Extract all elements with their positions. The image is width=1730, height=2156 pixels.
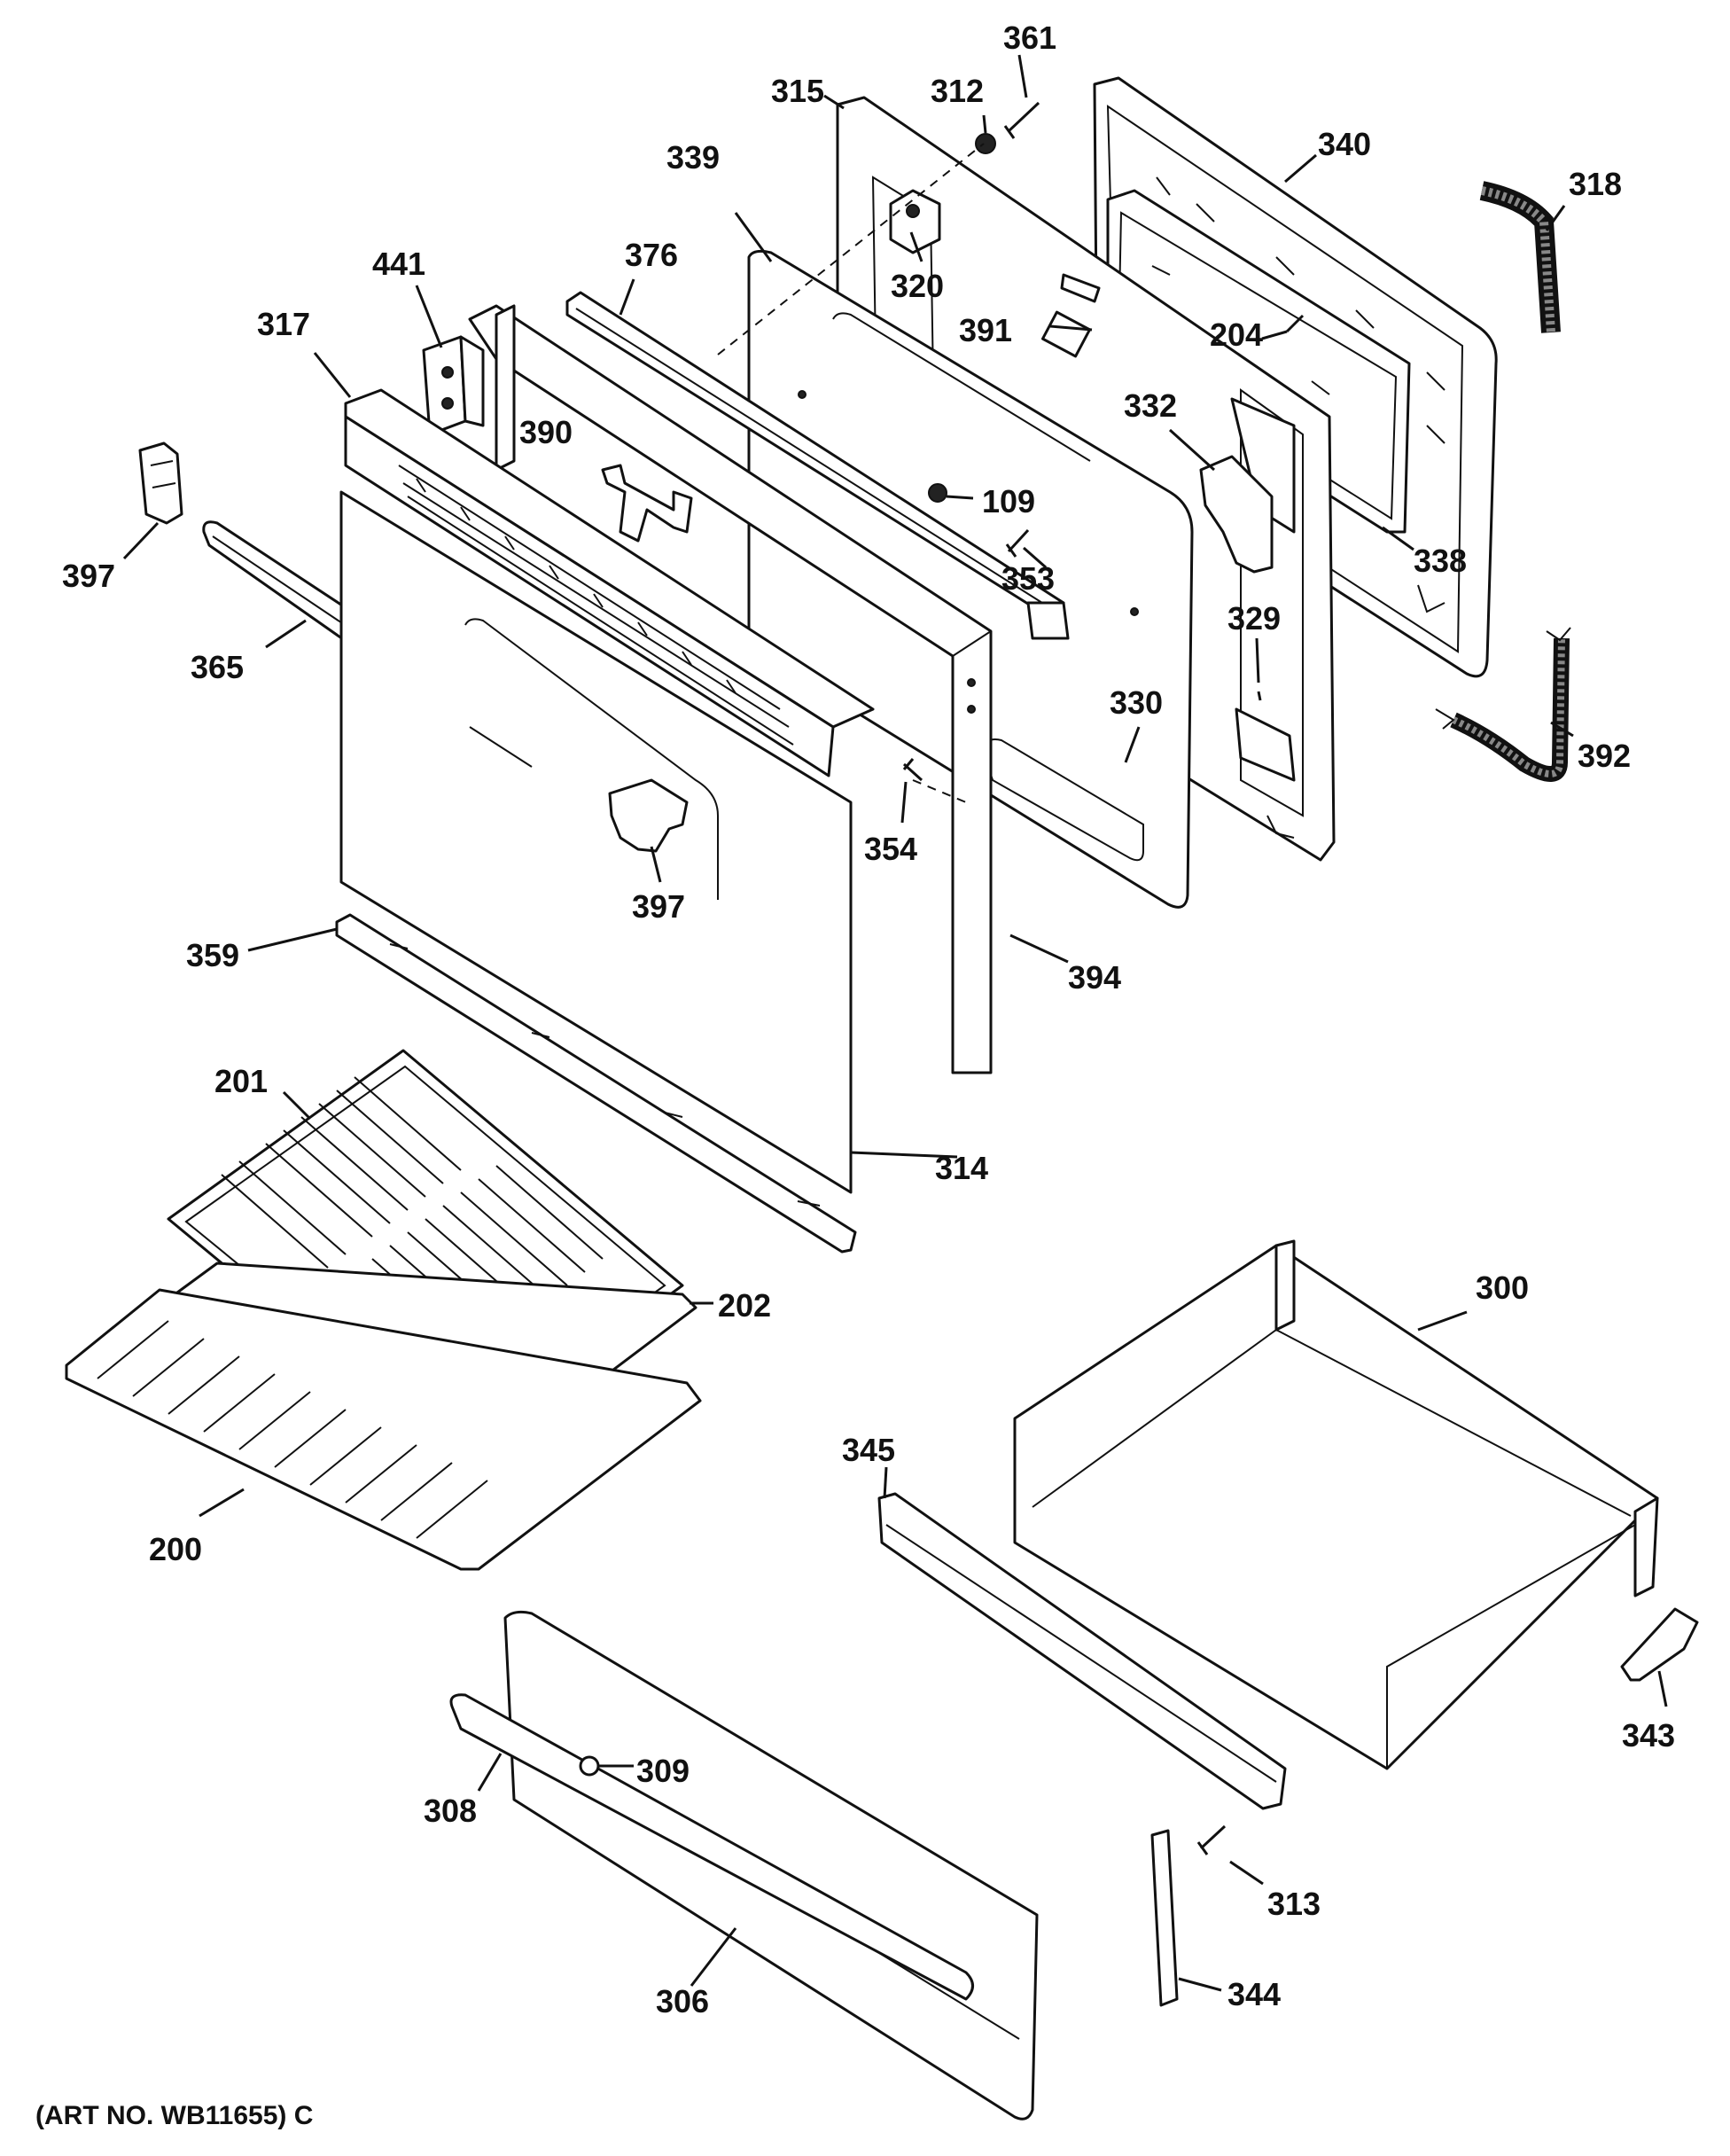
callout-332: 332 [1124,387,1177,424]
callout-314: 314 [935,1150,988,1186]
alignment-line-2 [912,779,967,803]
part-312-spacer [975,133,996,154]
callout-330: 330 [1110,684,1163,721]
callout-354: 354 [864,831,917,867]
part-314-door-front-glass [339,490,853,1194]
part-344-drawer-bracket [1150,1829,1179,2007]
part-329-screw [1257,691,1262,701]
part-drawings [65,76,1699,2121]
part-361-screw [1003,101,1040,139]
callout-391: 391 [959,312,1012,348]
callout-312: 312 [931,73,984,109]
callout-109: 109 [982,483,1035,519]
callout-200: 200 [149,1531,202,1567]
callout-308: 308 [424,1793,477,1829]
callout-392: 392 [1578,738,1631,774]
part-332-insulation-block [1199,455,1274,574]
callout-376: 376 [625,237,678,273]
callout-309: 309 [636,1753,690,1789]
callout-317: 317 [257,306,310,342]
callout-313: 313 [1267,1886,1321,1922]
part-394-door-frame [468,304,993,1074]
callout-441: 441 [372,246,425,282]
callout-345: 345 [842,1432,895,1468]
part-313-screw [1196,1824,1227,1855]
part-353-screw [1005,528,1030,558]
callout-labels: 361 315 312 340 339 318 376 320 441 391 … [62,20,1675,2019]
callout-329: 329 [1227,600,1281,637]
part-317-vent-trim [344,388,875,777]
part-441-hinge [422,335,485,436]
callout-397: 397 [62,558,115,594]
part-309-drawer-screw [579,1755,600,1777]
callout-338: 338 [1414,543,1467,579]
part-376-top-trim [565,291,1070,640]
callout-343: 343 [1622,1717,1675,1754]
callout-397-2: 397 [632,888,685,925]
callout-318: 318 [1569,166,1622,202]
callout-204: 204 [1210,316,1263,353]
part-359-bottom-trim [335,913,857,1254]
art-number: (ART NO. WB11655) C [35,2101,313,2130]
callout-344: 344 [1227,1976,1281,2012]
alignment-line [717,143,985,355]
leader-lines [122,54,1668,1992]
part-343-drawer-roller [1620,1607,1699,1682]
callout-359: 359 [186,937,239,973]
callout-365: 365 [191,649,244,685]
part-300-storage-drawer [1013,1239,1659,1770]
callout-353: 353 [1001,560,1055,597]
part-392-gasket-lower [1435,627,1571,782]
callout-315: 315 [771,73,824,109]
part-390-bracket [601,464,693,543]
part-204-screw [1285,314,1305,333]
part-109-plug [928,483,947,503]
callout-394: 394 [1068,959,1121,996]
part-320-hinge-receiver [889,189,941,254]
callout-300: 300 [1476,1269,1529,1306]
callout-361: 361 [1003,20,1056,56]
part-200-oven-rack [65,1288,702,1571]
part-354-screw [902,758,923,782]
part-397-hinge-clip-left [138,441,183,525]
part-318-gasket-upper [1479,181,1561,333]
callout-340: 340 [1318,126,1371,162]
part-345-drawer-slide [877,1492,1287,1810]
part-397-hinge-clip [608,778,689,853]
callout-390: 390 [519,414,573,450]
part-391-label-plate [1040,310,1092,358]
callout-201: 201 [214,1063,268,1099]
callout-339: 339 [666,139,720,176]
callout-202: 202 [718,1287,771,1324]
callout-306: 306 [656,1983,709,2019]
callout-320: 320 [891,268,944,304]
